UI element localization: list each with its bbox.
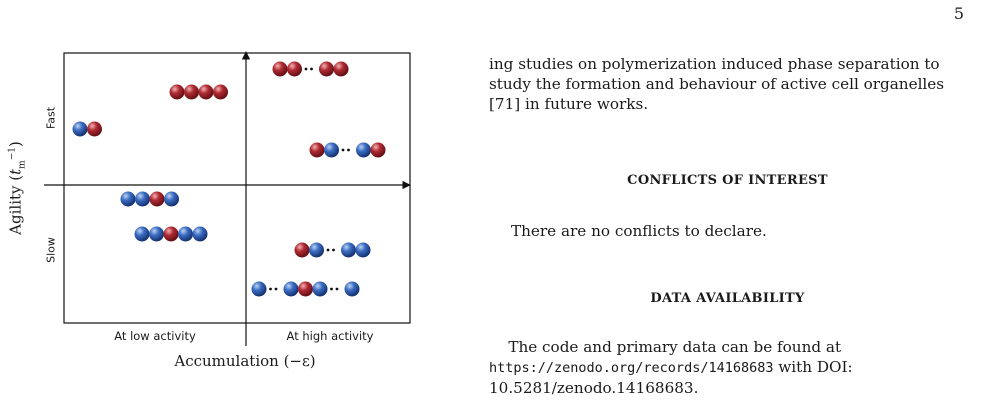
chain-ellipsis-dot [326,248,330,252]
blue-bead [344,281,360,297]
red-bead [287,61,302,77]
low-activity-label: At low activity [114,329,196,343]
red-bead [149,191,165,207]
data-availability-heading: DATA AVAILABILITY [650,291,805,306]
chain-ellipsis-dot [332,248,335,252]
page-number: 5 [953,4,964,23]
blue-bead [309,242,324,258]
red-bead [294,242,310,258]
chain-ellipsis-dot [274,287,278,291]
blue-bead [312,281,328,297]
zenodo-link[interactable]: https://zenodo.org/records/14168683 [489,360,774,376]
chain-ellipsis-dot [335,287,339,291]
x-axis-title: Accumulation (−ε) [174,352,316,370]
chain-ellipsis-dot [330,287,333,291]
figure-canvas [44,51,411,346]
blue-bead [149,226,164,242]
intro-paragraph: ing studies on polymerization induced ph… [489,55,945,113]
red-bead [184,84,199,100]
figure-frame [63,52,411,324]
blue-bead [355,242,371,258]
blue-bead [134,226,150,242]
high-activity-label: At high activity [286,329,374,343]
fast-label: Fast [44,106,58,130]
data-availability-text: The code and primary data can be found a… [489,338,853,397]
red-bead [309,142,325,158]
blue-bead [164,191,179,207]
y-axis-title: Agility (tm−1) [6,141,28,235]
red-bead [370,142,386,158]
red-bead [163,226,179,242]
agility-accumulation-figure: Agility (tm−1) Fast Slow At low activity… [0,0,430,401]
chain-ellipsis-dot [304,67,308,71]
chain-ellipsis-dot [269,287,272,291]
blue-bead [324,142,339,158]
red-bead [198,84,214,100]
red-bead [169,84,185,100]
red-bead [298,281,313,297]
blue-bead [72,121,88,137]
red-bead [213,84,228,100]
slow-label: Slow [44,237,58,263]
particle-chains [72,61,386,297]
blue-bead [283,281,299,297]
blue-bead [192,226,208,242]
red-bead [87,121,102,137]
blue-bead [120,191,136,207]
blue-bead [356,142,371,158]
chain-ellipsis-dot [347,148,350,152]
blue-bead [178,226,193,242]
red-bead [319,61,334,77]
blue-bead [341,242,356,258]
blue-bead [135,191,150,207]
conflicts-heading: CONFLICTS OF INTEREST [627,173,828,188]
red-bead [272,61,288,77]
conflicts-text: There are no conflicts to declare. [511,222,767,240]
chain-ellipsis-dot [310,67,313,71]
blue-bead [251,281,267,297]
chain-ellipsis-dot [341,148,345,152]
red-bead [333,61,349,77]
